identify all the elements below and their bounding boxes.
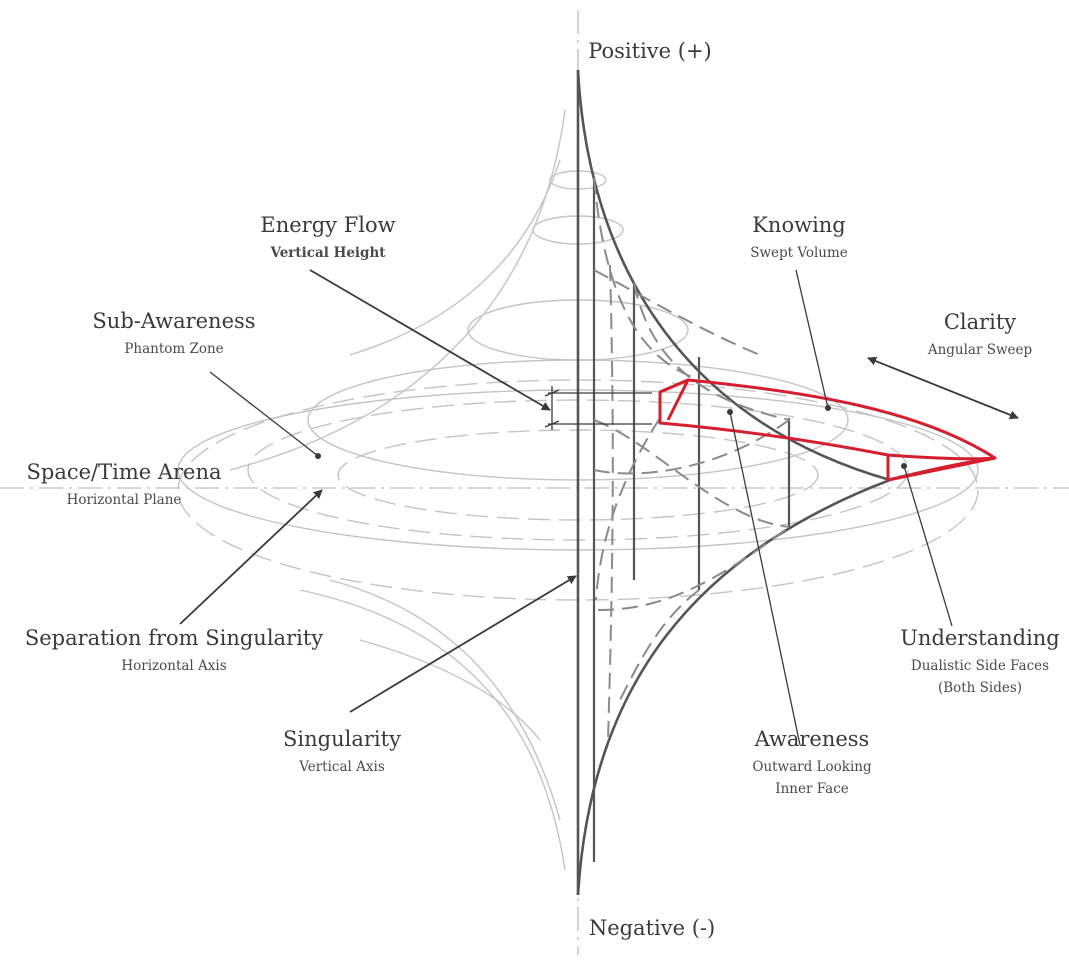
energy-flow-arrow (309, 269, 551, 411)
space-time-title: Space/Time Arena (26, 460, 221, 484)
separation-subtitle: Horizontal Axis (121, 658, 226, 674)
understanding-subtitle-line1: Dualistic Side Faces (911, 658, 1049, 674)
separation-title: Separation from Singularity (25, 626, 323, 650)
awareness-leader (729, 411, 801, 746)
sub-awareness-title: Sub-Awareness (92, 309, 255, 333)
vertical-height-marker (544, 386, 652, 430)
positive-pole-label: Positive (+) (588, 39, 712, 63)
inner-dashed-construction (593, 177, 791, 741)
energy-flow-subtitle: Vertical Height (269, 245, 386, 261)
singularity-arrow (349, 575, 577, 713)
energy-flow-title: Energy Flow (260, 213, 395, 237)
awareness-title: Awareness (754, 727, 870, 751)
knowing-title: Knowing (752, 213, 846, 237)
understanding-title: Understanding (900, 626, 1060, 650)
separation-arrow (179, 489, 323, 625)
sub-awareness-subtitle: Phantom Zone (124, 341, 223, 357)
singularity-title: Singularity (283, 727, 401, 751)
awareness-subtitle-line1: Outward Looking (752, 759, 872, 775)
cusp-structure (576, 69, 891, 896)
awareness-subtitle-line2: Inner Face (775, 781, 849, 797)
understanding-subtitle-line2: (Both Sides) (938, 680, 1022, 696)
understanding-leader (903, 465, 953, 627)
space-time-subtitle: Horizontal Plane (67, 492, 182, 508)
clarity-title: Clarity (944, 310, 1016, 334)
knowing-leader (795, 269, 829, 409)
awareness-dot (727, 409, 733, 415)
clarity-subtitle: Angular Sweep (927, 342, 1032, 358)
clarity-arrow (867, 356, 1019, 420)
knowing-subtitle: Swept Volume (750, 245, 848, 261)
knowing-dot (825, 405, 831, 411)
sub-awareness-leader (209, 371, 319, 457)
understanding-dot (901, 463, 907, 469)
singularity-subtitle: Vertical Axis (298, 759, 385, 775)
negative-pole-label: Negative (-) (589, 916, 715, 940)
swept-volume-highlight (658, 378, 997, 482)
sub-awareness-dot (315, 453, 321, 459)
